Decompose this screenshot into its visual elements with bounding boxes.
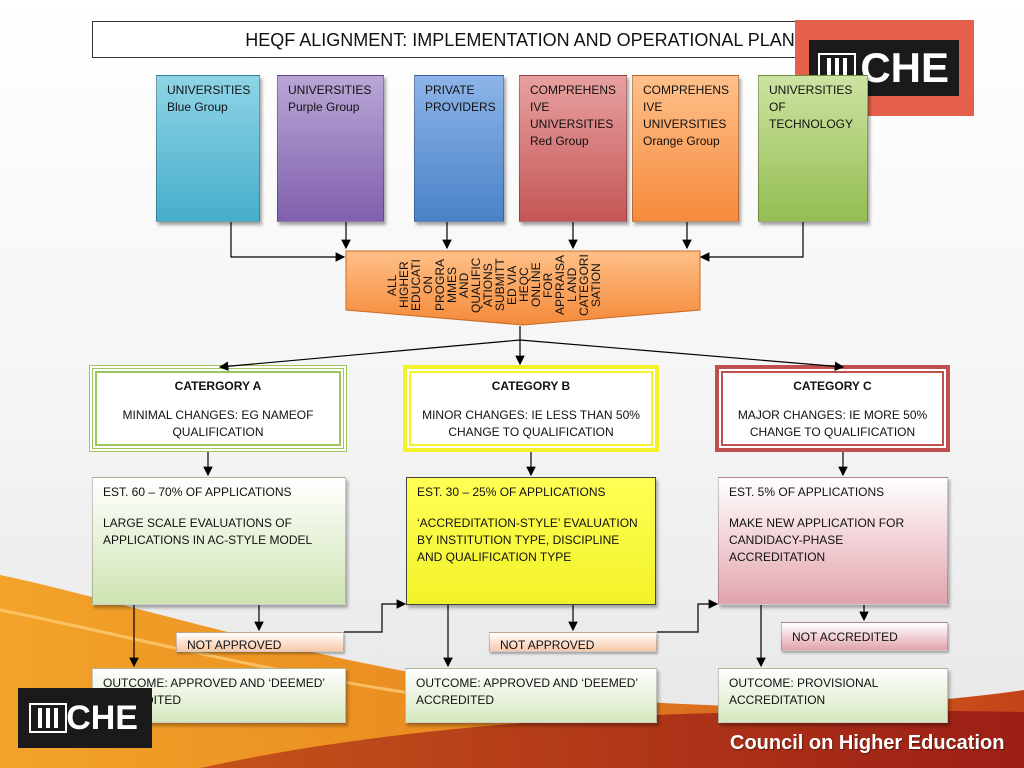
group-line1: UNIVERSITIES OF TECHNOLOGY — [769, 83, 854, 131]
category-a-title: CATERGORY A — [174, 379, 262, 393]
group-universities-blue: UNIVERSITIES Blue Group — [156, 75, 260, 222]
submission-text: ALL HIGHER EDUCATI ON PROGRA MMES AND QU… — [386, 254, 603, 316]
estimate-c-box: EST. 5% OF APPLICATIONS MAKE NEW APPLICA… — [718, 477, 948, 605]
logo-bottom-text: CHE — [66, 699, 138, 737]
category-a-box: CATERGORY A MINIMAL CHANGES: EG NAMEOF Q… — [89, 365, 347, 452]
category-b-box: CATEGORY B MINOR CHANGES: IE LESS THAN 5… — [403, 365, 659, 452]
che-logo-bottom: CHE — [18, 688, 152, 748]
group-line1: UNIVERSITIES — [288, 83, 372, 97]
group-universities-purple: UNIVERSITIES Purple Group — [277, 75, 384, 222]
estimate-b-pct: EST. 30 – 25% OF APPLICATIONS — [417, 485, 606, 499]
category-a-desc: MINIMAL CHANGES: EG NAMEOF QUALIFICATION — [122, 408, 314, 439]
group-comprehensive-orange: COMPREHENS IVE UNIVERSITIES Orange Group — [632, 75, 739, 222]
category-b-desc: MINOR CHANGES: IE LESS THAN 50% CHANGE T… — [422, 408, 640, 439]
group-private-providers: PRIVATE PROVIDERS — [414, 75, 504, 222]
category-c-title: CATEGORY C — [793, 379, 872, 393]
logo-top-text: CHE — [860, 44, 949, 91]
estimate-b-box: EST. 30 – 25% OF APPLICATIONS ‘ACCREDITA… — [406, 477, 656, 605]
estimate-a-pct: EST. 60 – 70% OF APPLICATIONS — [103, 485, 292, 499]
estimate-a-desc: LARGE SCALE EVALUATIONS OF APPLICATIONS … — [103, 516, 313, 547]
group-comprehensive-red: COMPREHENS IVE UNIVERSITIES Red Group — [519, 75, 627, 222]
group-line1: PRIVATE — [425, 83, 475, 97]
group-line2: Purple Group — [288, 100, 360, 114]
group-universities-technology: UNIVERSITIES OF TECHNOLOGY — [758, 75, 868, 222]
group-line1: UNIVERSITIES — [167, 83, 251, 97]
outcome-c: OUTCOME: PROVISIONAL ACCREDITATION — [718, 668, 948, 723]
category-c-desc: MAJOR CHANGES: IE MORE 50% CHANGE TO QUA… — [737, 408, 928, 439]
estimate-b-desc: ‘ACCREDITATION-STYLE’ EVALUATION BY INST… — [417, 516, 638, 564]
group-line2: Red Group — [530, 134, 589, 148]
group-line2: PROVIDERS — [425, 100, 496, 114]
group-line1: COMPREHENS IVE UNIVERSITIES — [643, 83, 730, 131]
category-c-box: CATEGORY C MAJOR CHANGES: IE MORE 50% CH… — [715, 365, 950, 452]
group-line1: COMPREHENS IVE UNIVERSITIES — [530, 83, 617, 131]
estimate-c-pct: EST. 5% OF APPLICATIONS — [729, 485, 885, 499]
submission-shape — [345, 250, 701, 326]
estimate-a-box: EST. 60 – 70% OF APPLICATIONS LARGE SCAL… — [92, 477, 346, 605]
not-approved-a: NOT APPROVED — [176, 632, 344, 652]
footer-council-name: Council on Higher Education — [730, 732, 1005, 754]
che-emblem-icon — [29, 703, 67, 733]
group-line2: Orange Group — [643, 134, 720, 148]
outcome-b: OUTCOME: APPROVED AND ‘DEEMED’ ACCREDITE… — [405, 668, 657, 723]
estimate-c-desc: MAKE NEW APPLICATION FOR CANDIDACY-PHASE… — [729, 516, 905, 564]
group-line2: Blue Group — [167, 100, 228, 114]
not-accredited-c: NOT ACCREDITED — [781, 622, 948, 651]
category-b-title: CATEGORY B — [491, 379, 571, 393]
not-approved-b: NOT APPROVED — [489, 632, 657, 652]
